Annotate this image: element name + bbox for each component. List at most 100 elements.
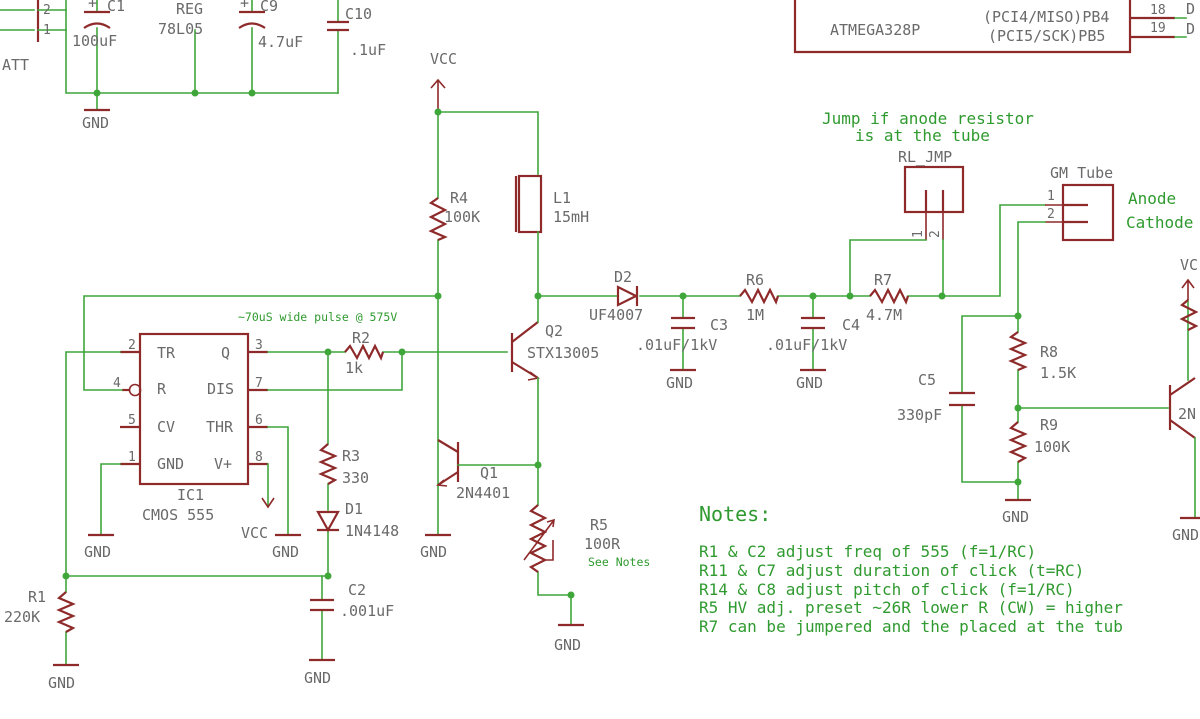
c10-capacitor: C10 .1uF	[327, 0, 386, 94]
gm-tube-body	[1061, 183, 1115, 242]
mcu-pin-18-num: 18	[1150, 3, 1166, 18]
c2-gnd-label: GND	[304, 669, 331, 687]
notes-block: Notes: R1 & C2 adjust freq of 555 (f=1/R…	[699, 502, 1123, 636]
reset-wire	[83, 295, 439, 391]
l1-value: 15mH	[553, 208, 589, 226]
vcc-arrow	[430, 78, 446, 110]
batt-pin-2-label: 2	[43, 3, 51, 18]
c9-capacitor: + C9 4.7uF	[238, 0, 303, 94]
r5-wiper	[545, 540, 554, 561]
c4-capacitor: C4 .01uF/1kV GND	[766, 295, 860, 392]
rl-jmp-wires	[849, 239, 944, 297]
r3-value: 330	[342, 469, 369, 487]
c4-name: C4	[842, 316, 860, 334]
rl-jmp-pin-lines	[925, 212, 944, 240]
mcu-pin-pb4: (PCI4/MISO)PB4	[983, 8, 1109, 26]
r3-name: R3	[342, 447, 360, 465]
r4-zigzag	[428, 197, 448, 242]
d1-value: 1N4148	[345, 522, 399, 540]
r2-zigzag	[344, 343, 385, 361]
batt-pin-1-label: 1	[43, 23, 51, 38]
anode-label: Anode	[1128, 189, 1176, 208]
vplus-vcc-label: VCC	[241, 524, 268, 542]
d2-name: D2	[614, 268, 632, 286]
ic1-body	[138, 332, 250, 486]
junction	[398, 348, 406, 356]
d1-name: D1	[345, 500, 363, 518]
notes-line-5: R7 can be jumpered and the placed at the…	[699, 617, 1123, 636]
rl-jmp-name: RL_JMP	[898, 148, 952, 166]
ic-gnd-label: GND	[84, 543, 111, 561]
rl-jmp-pins	[924, 190, 945, 212]
r1-zigzag	[56, 591, 76, 633]
ic-gnd-wire	[100, 463, 121, 536]
mcu-pin-19-num: 19	[1150, 21, 1166, 36]
c5-value: 330pF	[897, 406, 942, 424]
r1-name: R1	[28, 588, 46, 606]
r9-resistor: R9 100K GND	[1002, 404, 1169, 526]
c4-plates	[801, 316, 825, 330]
junction	[434, 292, 442, 300]
notes-line-2: R11 & C7 adjust duration of click (t=RC)	[699, 561, 1084, 580]
ic1-name: IC1	[177, 486, 204, 504]
ic1-pin-num-6: 6	[255, 413, 263, 428]
pulse-note: ~70uS wide pulse @ 575V	[238, 310, 397, 324]
r6-zigzag	[739, 287, 780, 305]
right-edge-partial: 2N VC GND	[1168, 256, 1200, 544]
reg-value: 78L05	[158, 20, 203, 38]
r5-gnd-label: GND	[554, 636, 581, 654]
ic1-pin-num-4: 4	[113, 376, 121, 391]
vcc-label: VCC	[430, 50, 457, 68]
cathode-wire	[1017, 221, 1046, 317]
gm-tube-pin-lines	[1045, 204, 1063, 223]
c3-value: .01uF/1kV	[636, 336, 717, 354]
q1-name: Q1	[480, 464, 498, 482]
c1-plus-label: +	[88, 0, 97, 12]
gm-tube-pins	[1063, 203, 1088, 224]
r5-adjust-arrow	[523, 518, 555, 561]
r4-value: 100K	[444, 208, 480, 226]
right-edge-wires	[1187, 299, 1196, 519]
ic1-pin-num-3: 3	[255, 338, 263, 353]
vcc-to-l1-wire	[437, 111, 539, 175]
q2-transistor: Q2 STX13005	[510, 295, 599, 466]
ic1-pin-cv: CV	[157, 418, 175, 436]
junction	[1014, 404, 1022, 412]
c2-value: .001uF	[340, 602, 394, 620]
c5-name: C5	[918, 371, 936, 389]
q1-value: 2N4401	[456, 484, 510, 502]
cathode-label: Cathode	[1126, 213, 1193, 232]
r8-name: R8	[1040, 343, 1058, 361]
c3-capacitor: C3 .01uF/1kV GND	[636, 295, 728, 392]
trigger-wire	[65, 351, 121, 577]
q2-value: STX13005	[527, 344, 599, 362]
c3-name: C3	[710, 316, 728, 334]
r1-c2-network: R1 220K GND C2 .001uF GND	[4, 572, 394, 692]
c10-name: C10	[345, 5, 372, 23]
d2-value: UF4007	[589, 306, 643, 324]
right-vcc-arrow	[1181, 278, 1195, 300]
d1-symbol	[316, 510, 340, 533]
rl-jmp-pin-1: 1	[911, 230, 926, 238]
c9-plate-bottom	[238, 22, 266, 29]
r7-zigzag	[869, 287, 910, 305]
mcu-net-d-2: D	[1186, 20, 1195, 38]
ic1-pin-vplus: V+	[214, 455, 232, 473]
gm-tube-connector: GM Tube 1 2 Anode Cathode	[1017, 164, 1193, 317]
r5-wire	[537, 464, 572, 626]
q1-legs	[437, 439, 459, 486]
q1-gnd-label: GND	[420, 543, 447, 561]
q1-emitter-arrow	[436, 479, 448, 487]
r3-resistor: R3 330	[318, 351, 369, 577]
r9-zigzag	[1008, 421, 1028, 463]
r6-name: R6	[746, 271, 764, 289]
junction	[191, 89, 199, 97]
r2-name: R2	[352, 329, 370, 347]
r7-name: R7	[874, 271, 892, 289]
ic1-pin-dis: DIS	[207, 380, 234, 398]
ic1-pin-thr: THR	[206, 418, 234, 436]
c9-plus-label: +	[240, 0, 249, 12]
c9-value: 4.7uF	[258, 33, 303, 51]
c4-value: .01uF/1kV	[766, 336, 847, 354]
junction	[324, 572, 332, 580]
